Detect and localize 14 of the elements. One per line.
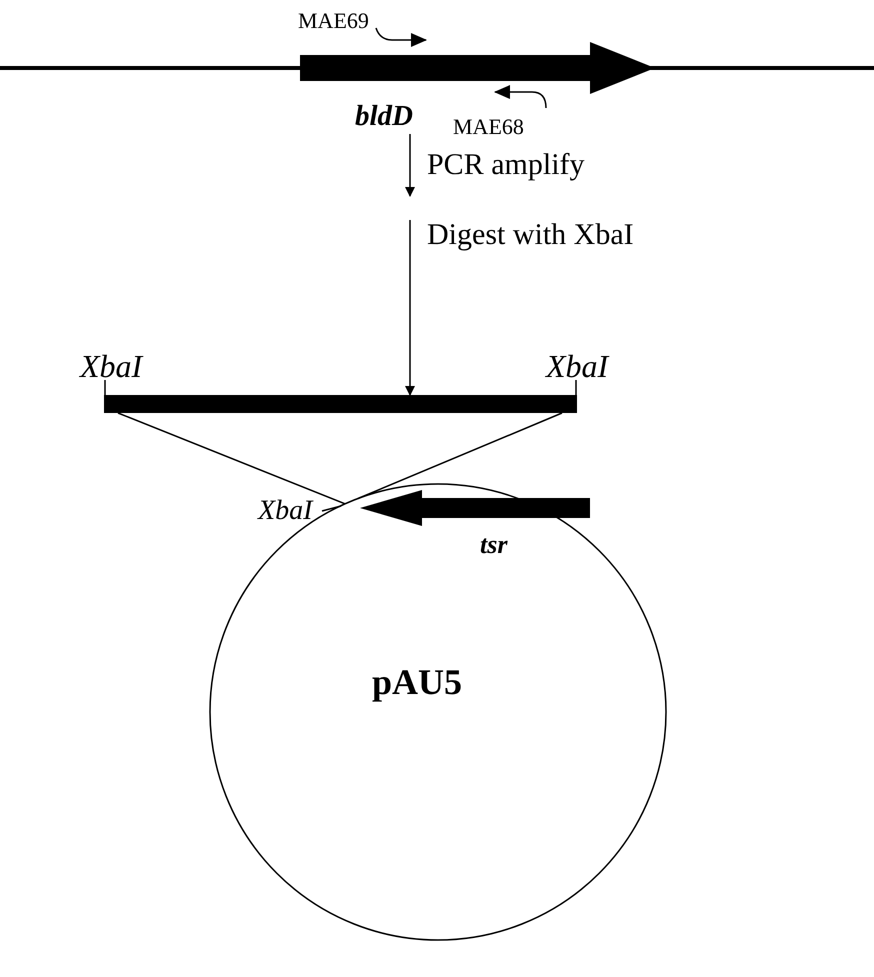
edge-label: PCR amplify xyxy=(427,150,585,180)
restriction-site-label: XbaI xyxy=(546,350,608,382)
gene-name: bldD xyxy=(355,102,413,131)
primer-name: MAE69 xyxy=(298,10,369,32)
arrow xyxy=(405,220,415,396)
gene-name: tsr xyxy=(480,532,508,558)
arrow xyxy=(405,134,415,197)
insertion-line xyxy=(358,412,562,500)
restriction-site-label: XbaI xyxy=(258,497,312,525)
plasmid-name: pAU5 xyxy=(372,664,462,700)
primer-name: MAE68 xyxy=(453,116,524,138)
insertion-line xyxy=(118,412,346,505)
restriction-site-label: XbaI xyxy=(80,350,142,382)
edge-label: Digest with XbaI xyxy=(427,220,634,250)
